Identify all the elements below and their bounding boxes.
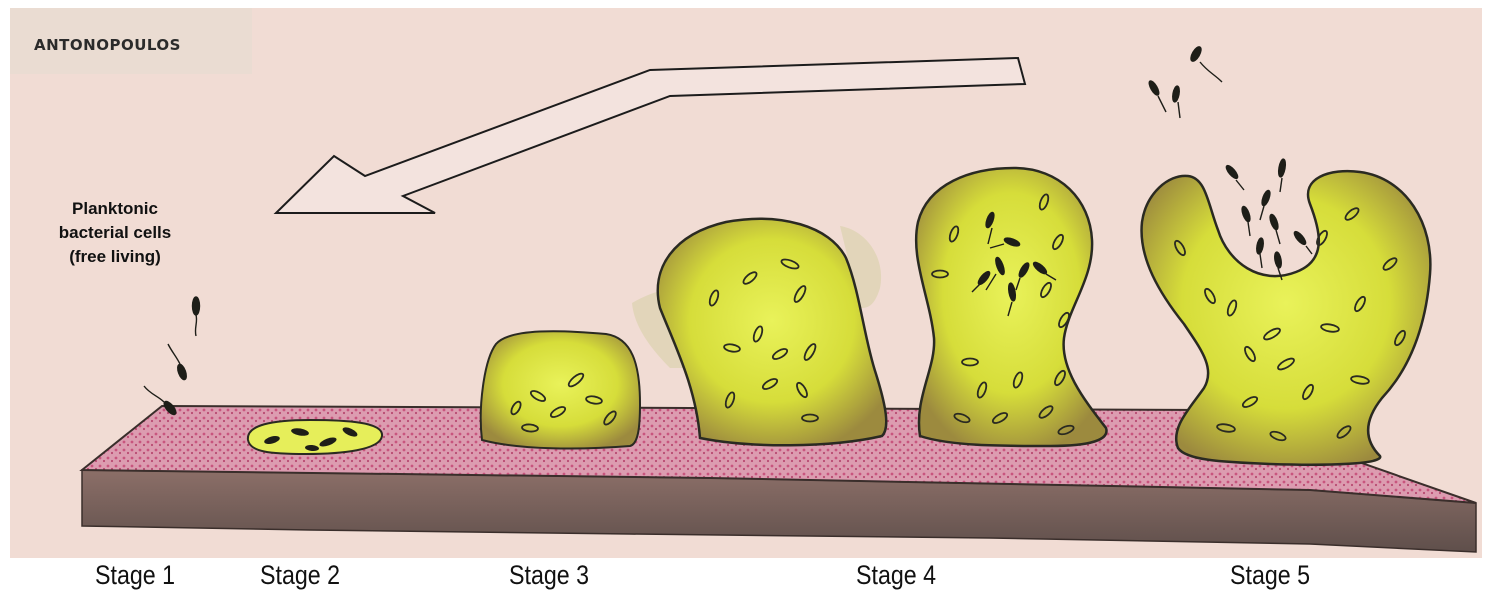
planktonic-label-line3: (free living) — [20, 245, 210, 269]
planktonic-label-line1: Planktonic — [20, 197, 210, 221]
artist-signature: ANTONOPOULOS — [34, 36, 181, 54]
planktonic-cells-label: Planktonic bacterial cells (free living) — [20, 197, 210, 269]
stage-3-label: Stage 3 — [509, 560, 589, 591]
stage-2-label: Stage 2 — [260, 560, 340, 591]
planktonic-label-line2: bacterial cells — [20, 221, 210, 245]
stage-4-label: Stage 4 — [856, 560, 936, 591]
stage-1-label: Stage 1 — [95, 560, 175, 591]
biofilm-illustration — [10, 8, 1482, 558]
stage-5-label: Stage 5 — [1230, 560, 1310, 591]
stage3-microcolony — [481, 331, 640, 448]
